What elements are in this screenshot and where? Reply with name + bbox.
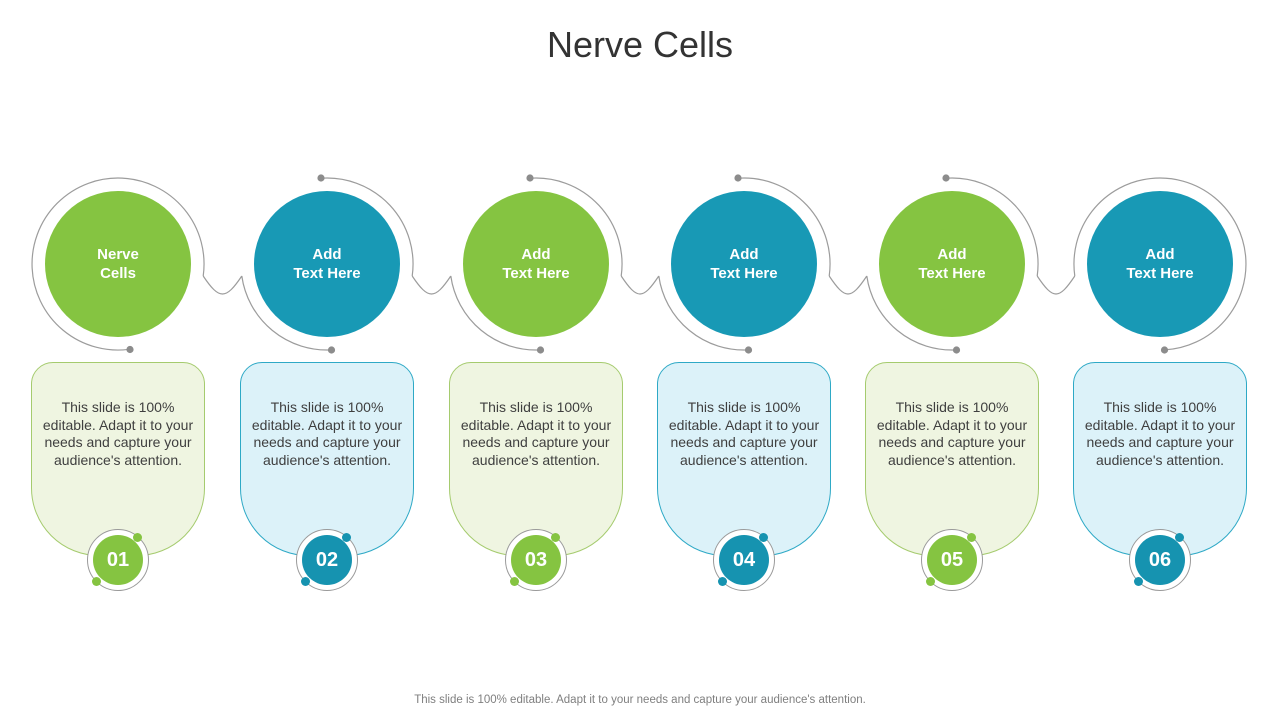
badge-dot-top-right xyxy=(759,533,768,542)
badge-number: 05 xyxy=(927,535,977,585)
badge-number: 03 xyxy=(511,535,561,585)
info-card-2[interactable]: This slide is 100% editable. Adapt it to… xyxy=(240,362,414,556)
swirl-connector-4-5 xyxy=(828,275,868,295)
footer-note: This slide is 100% editable. Adapt it to… xyxy=(414,694,866,706)
card-text: This slide is 100% editable. Adapt it to… xyxy=(42,399,194,468)
swirl-connector-5-6 xyxy=(1036,275,1076,295)
badge-dot-bottom-left xyxy=(510,577,519,586)
card-text: This slide is 100% editable. Adapt it to… xyxy=(251,399,403,468)
swirl-connector-3-4 xyxy=(620,275,660,295)
badge-dot-bottom-left xyxy=(1134,577,1143,586)
badge-dot-top-right xyxy=(551,533,560,542)
badge-dot-top-right xyxy=(133,533,142,542)
number-badge-4[interactable]: 04 xyxy=(713,529,775,591)
badge-dot-top-right xyxy=(342,533,351,542)
badge-dot-bottom-left xyxy=(92,577,101,586)
card-text: This slide is 100% editable. Adapt it to… xyxy=(1084,399,1236,468)
number-badge-1[interactable]: 01 xyxy=(87,529,149,591)
info-card-4[interactable]: This slide is 100% editable. Adapt it to… xyxy=(657,362,831,556)
badge-number: 02 xyxy=(302,535,352,585)
badge-dot-bottom-left xyxy=(718,577,727,586)
card-text: This slide is 100% editable. Adapt it to… xyxy=(460,399,612,468)
badge-dot-top-right xyxy=(967,533,976,542)
badge-dot-bottom-left xyxy=(926,577,935,586)
number-badge-5[interactable]: 05 xyxy=(921,529,983,591)
info-card-3[interactable]: This slide is 100% editable. Adapt it to… xyxy=(449,362,623,556)
badge-dot-top-right xyxy=(1175,533,1184,542)
card-text: This slide is 100% editable. Adapt it to… xyxy=(668,399,820,468)
number-badge-6[interactable]: 06 xyxy=(1129,529,1191,591)
number-badge-2[interactable]: 02 xyxy=(296,529,358,591)
number-badge-3[interactable]: 03 xyxy=(505,529,567,591)
info-card-1[interactable]: This slide is 100% editable. Adapt it to… xyxy=(31,362,205,556)
badge-number: 04 xyxy=(719,535,769,585)
info-card-6[interactable]: This slide is 100% editable. Adapt it to… xyxy=(1073,362,1247,556)
info-card-5[interactable]: This slide is 100% editable. Adapt it to… xyxy=(865,362,1039,556)
slide-title: Nerve Cells xyxy=(546,24,734,65)
badge-number: 01 xyxy=(93,535,143,585)
swirl-connector-2-3 xyxy=(411,275,452,295)
badge-number: 06 xyxy=(1135,535,1185,585)
swirl-connector-1-2 xyxy=(202,275,243,295)
card-text: This slide is 100% editable. Adapt it to… xyxy=(876,399,1028,468)
badge-dot-bottom-left xyxy=(301,577,310,586)
